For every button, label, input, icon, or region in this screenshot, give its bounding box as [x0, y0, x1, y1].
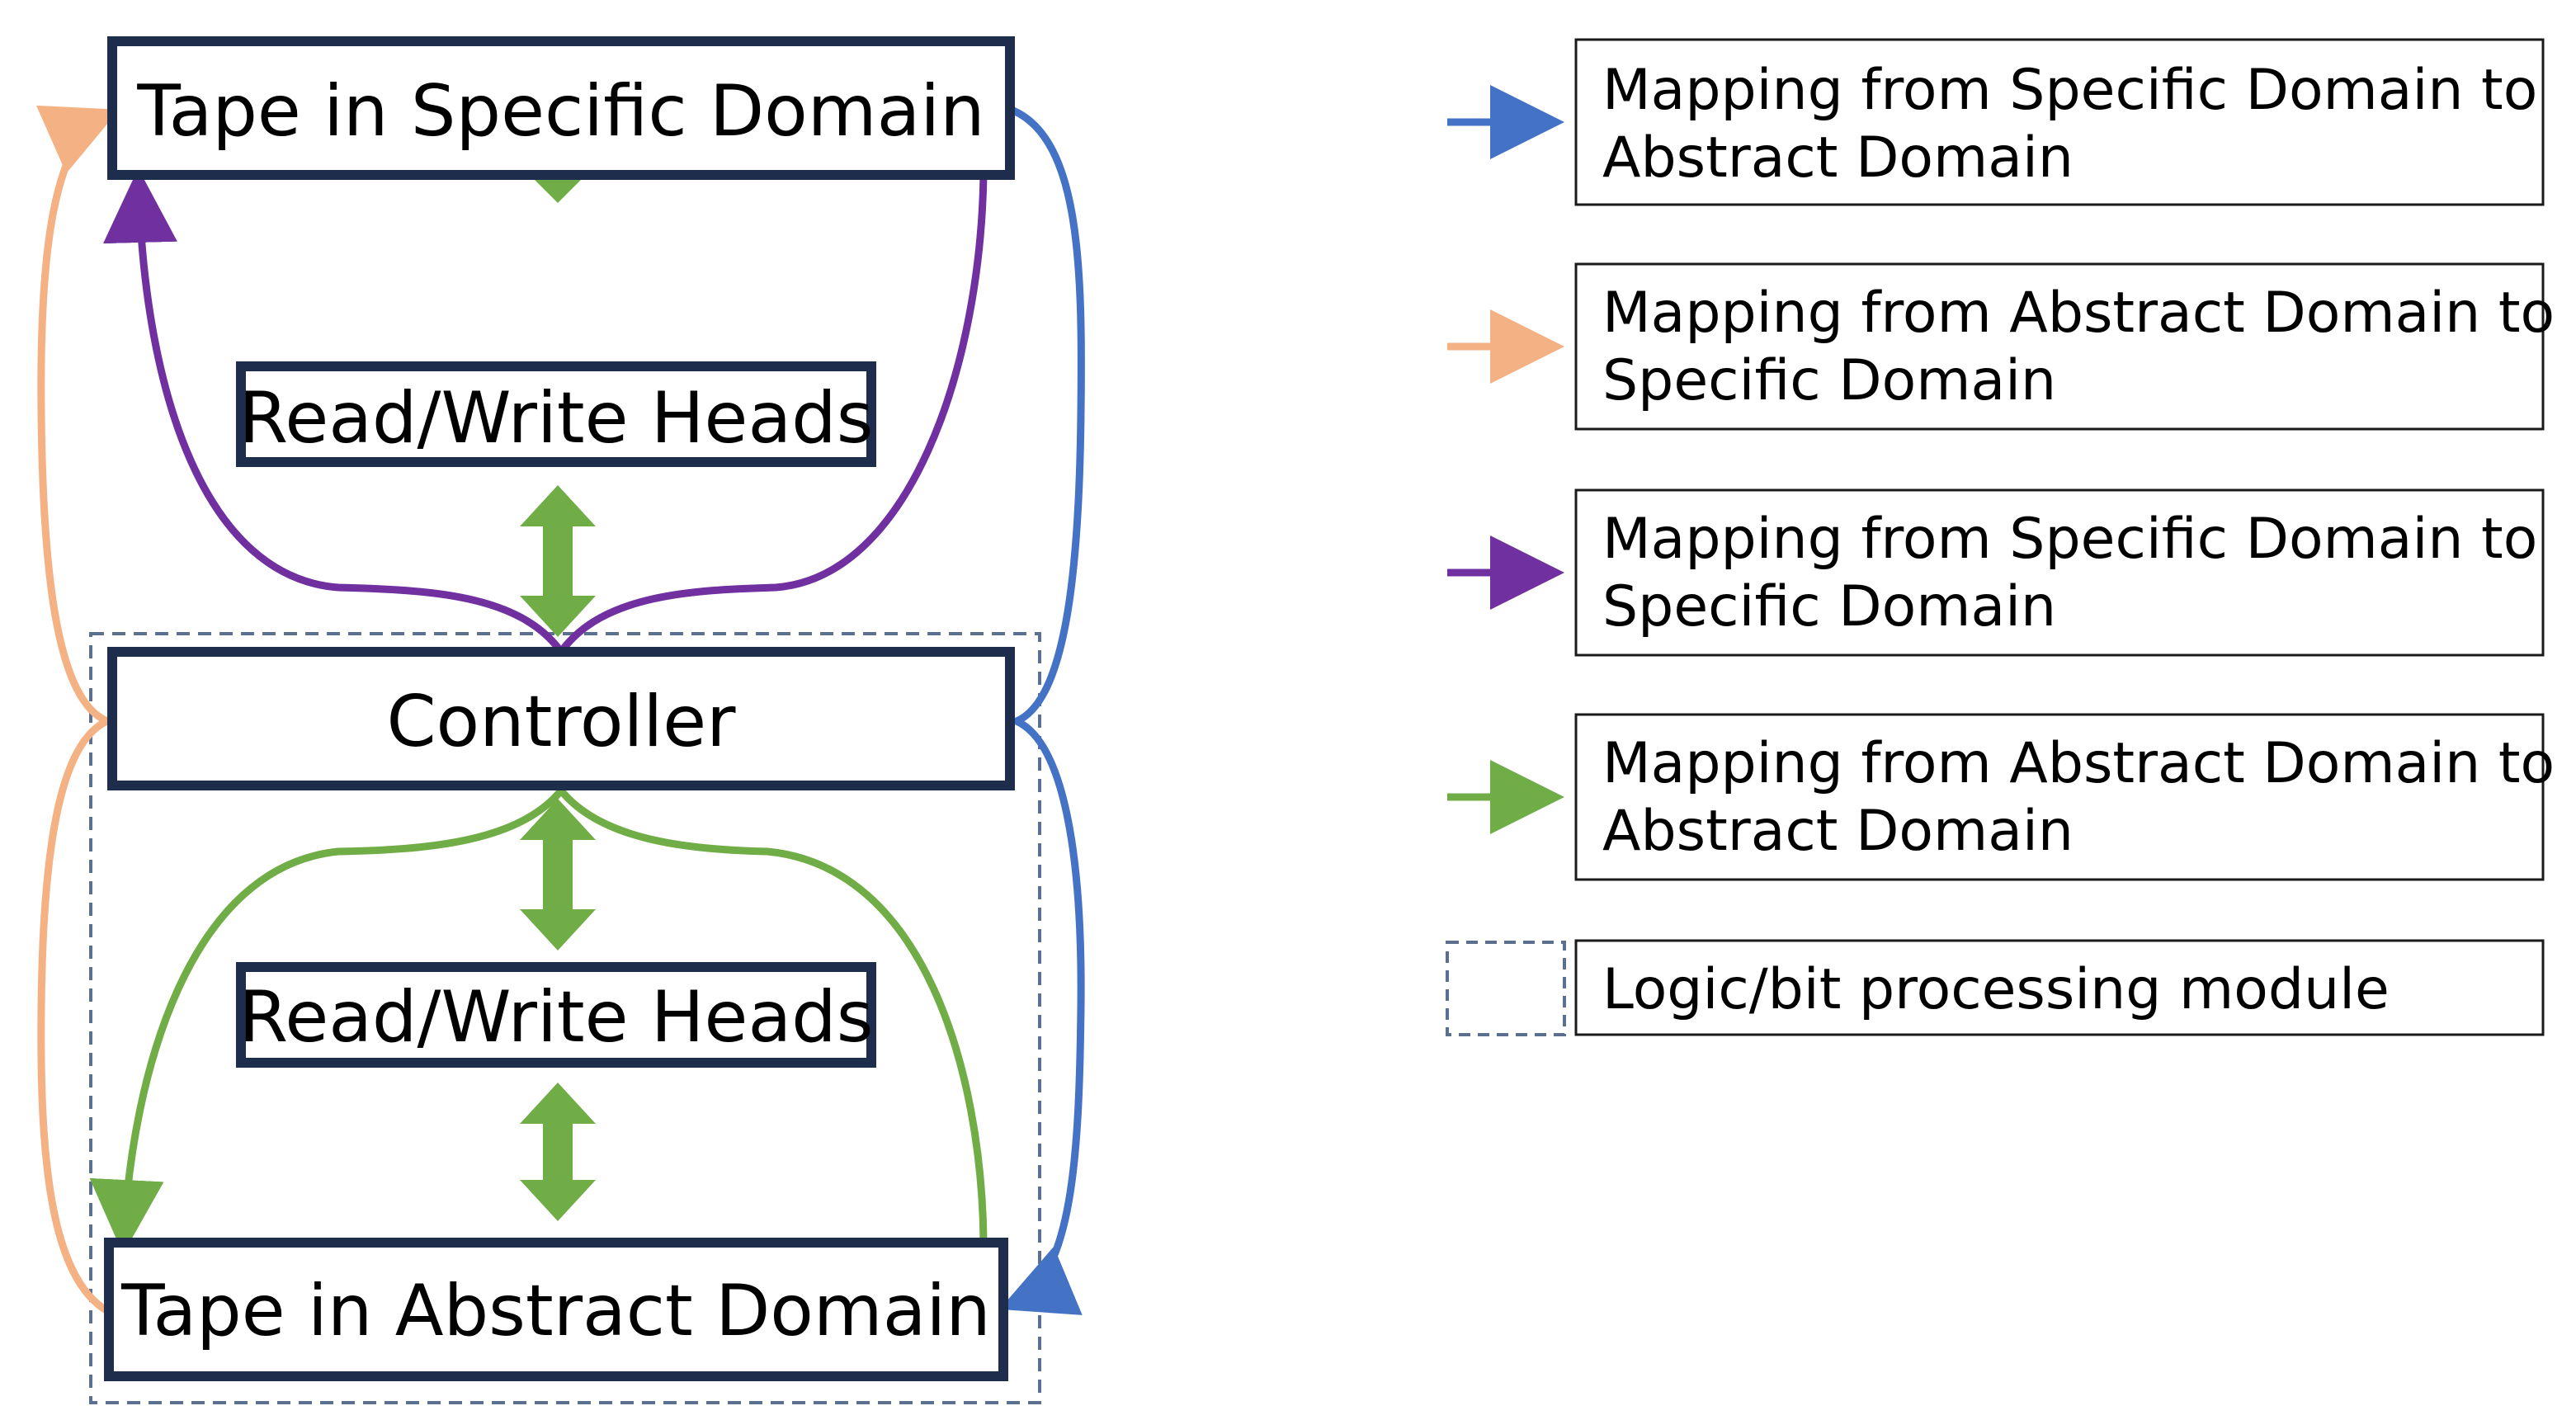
tape-specific-domain-box: Tape in Specific Domain	[107, 36, 1015, 180]
read-write-heads-top-box: Read/Write Heads	[236, 361, 876, 467]
legend-item-4-line1: Mapping from Abstract Domain to	[1602, 731, 2555, 796]
legend-item-2-line1: Mapping from Abstract Domain to	[1602, 281, 2555, 346]
double-arrow-heads-to-tape-bottom	[520, 1083, 596, 1221]
legend-item-4-box	[1574, 713, 2545, 881]
green-mapping-arrow-left	[89, 788, 564, 1254]
legend-item-2-box	[1574, 262, 2545, 431]
legend-item-4-line2: Abstract Domain	[1602, 799, 2074, 864]
legend-item-1-box	[1574, 38, 2545, 206]
legend-item-5-box	[1574, 939, 2545, 1036]
green-mapping-arrow-right	[558, 788, 988, 1243]
double-arrow-controller-to-heads-bottom	[520, 799, 596, 951]
legend-item-3-line1: Mapping from Specific Domain to	[1602, 507, 2537, 572]
legend-item-2-line2: Specific Domain	[1602, 348, 2056, 413]
double-arrow-heads-to-controller-top	[520, 485, 596, 637]
tape-abstract-domain-box: Tape in Abstract Domain	[104, 1238, 1008, 1381]
blue-mapping-arrow	[999, 106, 1085, 1315]
logic-module-region	[89, 632, 1041, 1404]
purple-mapping-arrow-right	[558, 174, 988, 654]
read-write-heads-bottom-box: Read/Write Heads	[236, 962, 876, 1068]
controller-box: Controller	[107, 647, 1015, 790]
orange-mapping-arrow	[35, 106, 120, 1315]
read-write-heads-top-label: Read/Write Heads	[238, 377, 873, 460]
legend-module-swatch	[1446, 941, 1566, 1036]
legend-item-1-line1: Mapping from Specific Domain to	[1602, 58, 2537, 123]
legend-item-3-box	[1574, 488, 2545, 657]
legend-module-label: Logic/bit processing module	[1602, 957, 2390, 1022]
legend: Mapping from Specific Domain to Abstract…	[1446, 38, 2555, 1036]
tape-abstract-domain-label: Tape in Abstract Domain	[120, 1270, 991, 1352]
read-write-heads-bottom-label: Read/Write Heads	[238, 976, 873, 1059]
tape-specific-domain-label: Tape in Specific Domain	[136, 70, 984, 153]
controller-label: Controller	[386, 681, 736, 763]
purple-mapping-arrow-left	[102, 168, 564, 654]
legend-item-1-line2: Abstract Domain	[1602, 125, 2074, 191]
legend-item-3-line2: Specific Domain	[1602, 574, 2056, 639]
